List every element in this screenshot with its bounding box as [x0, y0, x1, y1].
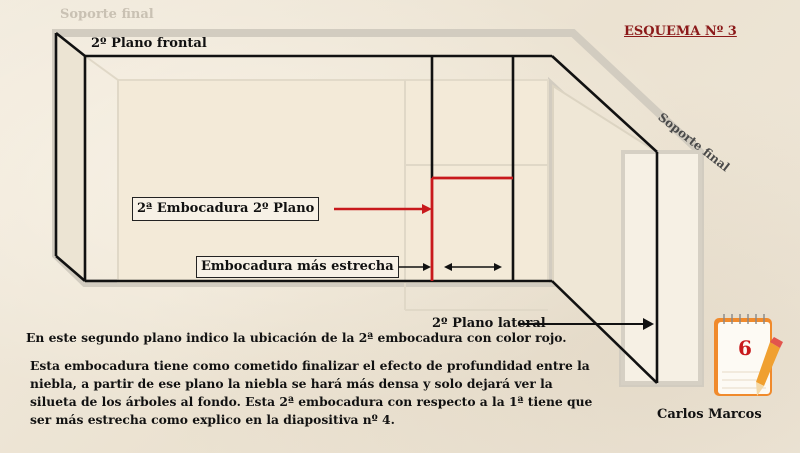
plano-frontal-label: 2º Plano frontal [91, 36, 207, 51]
slide-title: ESQUEMA Nº 3 [624, 24, 737, 39]
description-line: niebla, a partir de ese plano la niebla … [30, 376, 553, 391]
back-panel [117, 79, 549, 283]
plano-lateral-label: 2º Plano lateral [432, 316, 546, 331]
author-name: Carlos Marcos [657, 407, 762, 422]
description-line: ser más estrecha como explico en la diap… [30, 412, 395, 427]
embocadura-estrecha-label: Embocadura más estrecha [196, 256, 399, 278]
intro-line: En este segundo plano indico la ubicació… [26, 330, 567, 345]
soporte-final-top-label: Soporte final [60, 7, 154, 22]
description-paragraph: Esta embocadura tiene como cometido fina… [30, 357, 592, 429]
embocadura-red [430, 176, 513, 281]
notebook-icon [714, 314, 783, 396]
red-arrow [334, 204, 432, 214]
slide-number: 6 [738, 336, 752, 360]
inner-panel-lines [84, 55, 548, 311]
plano-frontal-lines [54, 31, 659, 384]
left-flat [55, 30, 86, 284]
description-line: silueta de los árboles al fondo. Esta 2ª… [30, 394, 593, 409]
side-soporte [621, 150, 702, 385]
embocadura-2-label: 2ª Embocadura 2º Plano [132, 197, 320, 221]
description-line: Esta embocadura tiene como cometido fina… [30, 358, 590, 373]
pencil-icon [756, 337, 783, 396]
slide-number-badge: 6 [712, 312, 794, 404]
black-arrows [389, 263, 654, 330]
